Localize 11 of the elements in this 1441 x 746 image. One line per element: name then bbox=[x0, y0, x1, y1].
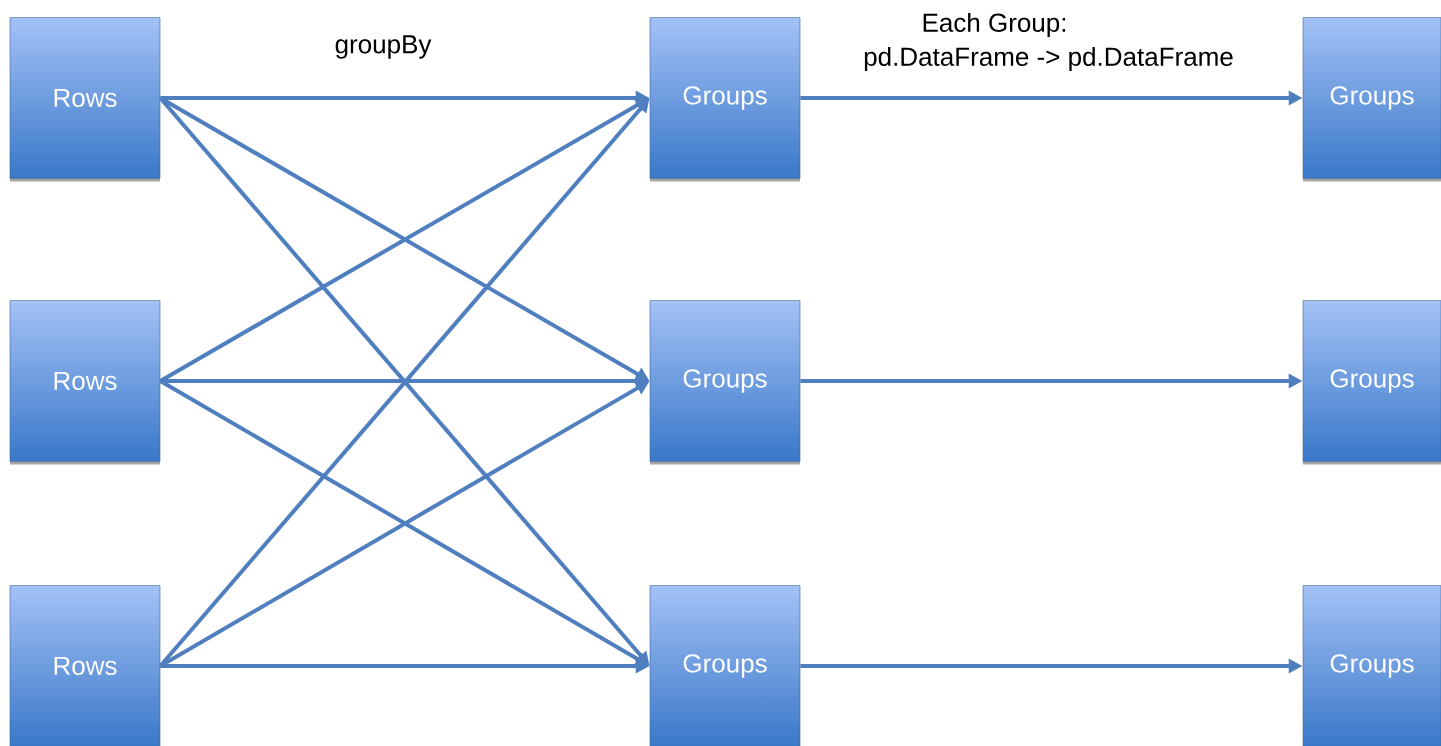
process-box: Rows bbox=[9, 300, 161, 465]
process-box: Groups bbox=[649, 585, 801, 746]
process-box: Rows bbox=[9, 17, 161, 182]
note-label: groupBy bbox=[335, 35, 432, 59]
process-box: Groups bbox=[1302, 300, 1441, 465]
edge-label: Each Group: pd.DataFrame -> pd.DataFrame bbox=[864, 12, 1233, 72]
process-box: Groups bbox=[649, 17, 801, 182]
process-box: Groups bbox=[1302, 17, 1441, 182]
process-box: Groups bbox=[1302, 585, 1441, 746]
process-box: Groups bbox=[649, 300, 801, 465]
process-box: Rows bbox=[9, 585, 161, 746]
